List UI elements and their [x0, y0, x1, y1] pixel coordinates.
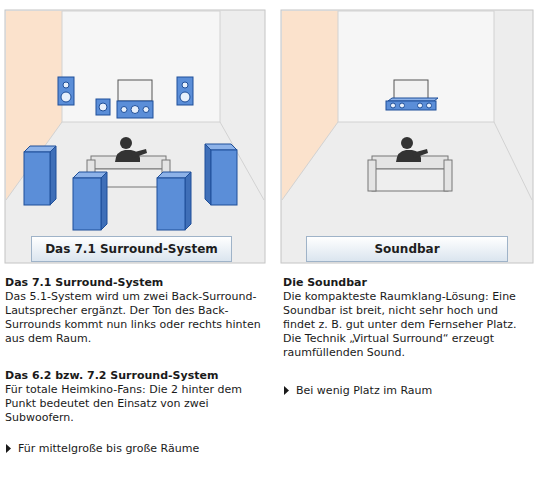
- box-title: Soundbar: [374, 242, 439, 256]
- person-symbol: [412, 149, 428, 158]
- panel-frame: [281, 10, 533, 263]
- speaker-symbol: [99, 103, 107, 111]
- section-heading: Die Soundbar: [283, 276, 533, 290]
- person-symbol: [401, 137, 413, 149]
- section-heading: Das 6.2 bzw. 7.2 Surround-System: [5, 369, 263, 383]
- sofa-symbol: [368, 160, 376, 191]
- speaker-symbol: [185, 172, 191, 230]
- soundbar-symbol: [418, 103, 423, 108]
- box-title: Das 7.1 Surround-System: [45, 242, 218, 256]
- tv-symbol: [118, 80, 152, 101]
- bullet-triangle: [284, 386, 289, 395]
- back-wall: [62, 11, 220, 122]
- speaker-symbol: [61, 92, 71, 102]
- receiver-symbol: [117, 101, 153, 118]
- speaker-symbol: [58, 77, 74, 105]
- label-box: Soundbar: [306, 236, 508, 262]
- body-text: Bei wenig Platz im Raum: [296, 384, 533, 398]
- section-heading: Das 7.1 Surround-System: [5, 276, 263, 290]
- body-text: Das 5.1-System wird um zwei Back-Surroun…: [5, 290, 263, 346]
- receiver-symbol: [143, 107, 149, 113]
- floor-line: [494, 122, 532, 200]
- speaker-symbol: [24, 152, 50, 205]
- speaker-symbol: [182, 82, 188, 88]
- receiver-symbol: [121, 107, 127, 113]
- speaker-symbol: [205, 144, 211, 205]
- soundbar-symbol: [427, 103, 432, 108]
- speaker-symbol: [180, 92, 190, 102]
- speaker-symbol: [96, 99, 110, 115]
- speaker-symbol: [50, 146, 56, 205]
- speaker-symbol: [63, 82, 69, 88]
- soundbar-symbol: [391, 103, 396, 108]
- bullet-triangle: [6, 444, 11, 453]
- body-text: Für totale Heimkino-Fans: Die 2 hinter d…: [5, 383, 263, 425]
- label-box: Das 7.1 Surround-System: [31, 236, 232, 262]
- speaker-symbol: [101, 172, 107, 230]
- back-wall: [338, 11, 494, 122]
- floor-line: [282, 122, 338, 200]
- speaker-symbol: [73, 178, 101, 230]
- soundbar-symbol: [386, 101, 436, 110]
- person-symbol: [131, 149, 147, 158]
- sofa-symbol: [444, 160, 452, 191]
- speaker-symbol: [177, 77, 193, 105]
- body-text: Für mittelgroße bis große Räume: [18, 442, 263, 456]
- panel-frame: [5, 10, 265, 263]
- body-text: Die kompakteste Raumklang-Lösung: Eine S…: [283, 290, 533, 360]
- soundbar-symbol: [400, 103, 405, 108]
- sofa-symbol: [372, 169, 448, 191]
- speaker-symbol: [157, 178, 185, 230]
- person-symbol: [120, 137, 132, 149]
- side-wall: [282, 11, 338, 200]
- receiver-symbol: [131, 106, 139, 114]
- speaker-symbol: [211, 150, 237, 205]
